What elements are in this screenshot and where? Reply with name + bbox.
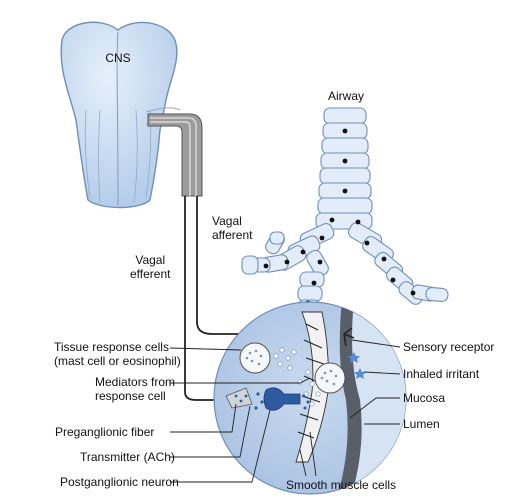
- tissue-response-cell: [314, 362, 346, 394]
- magnified-tissue-circle: [213, 301, 407, 495]
- cns-label: CNS: [105, 51, 130, 65]
- preganglionic-terminal: [225, 387, 253, 409]
- preganglionic-fiber-label: Preganglionic fiber: [55, 425, 155, 439]
- postganglionic-neuron-body: [263, 387, 301, 411]
- transmitter-label: Transmitter (ACh): [80, 450, 175, 464]
- sensory-receptor-label: Sensory receptor: [403, 340, 495, 354]
- airway-label: Airway: [328, 89, 364, 103]
- leader-lines: [169, 339, 401, 483]
- sensory-receptor-ending: [343, 327, 355, 347]
- inhaled-irritant-label: Inhaled irritant: [403, 367, 480, 381]
- postganglionic-neuron-label: Postganglionic neuron: [60, 475, 179, 489]
- mucosa-label: Mucosa: [403, 391, 446, 405]
- lumen-label: Lumen: [403, 417, 440, 431]
- tissue-response-cells-label: Tissue response cells(mast cell or eosin…: [54, 340, 181, 368]
- tissue-response-cell: [239, 342, 271, 374]
- airway-dots: [263, 128, 416, 306]
- inhaled-irritant-particles: [348, 352, 366, 379]
- vagal-efferent-fiber: [184, 196, 226, 401]
- vagus-nerve-bundle: [147, 113, 203, 197]
- cns-brainstem: [60, 21, 181, 209]
- airway-tree: [241, 107, 449, 315]
- smooth-muscle-cells-label: Smooth muscle cells: [286, 478, 397, 492]
